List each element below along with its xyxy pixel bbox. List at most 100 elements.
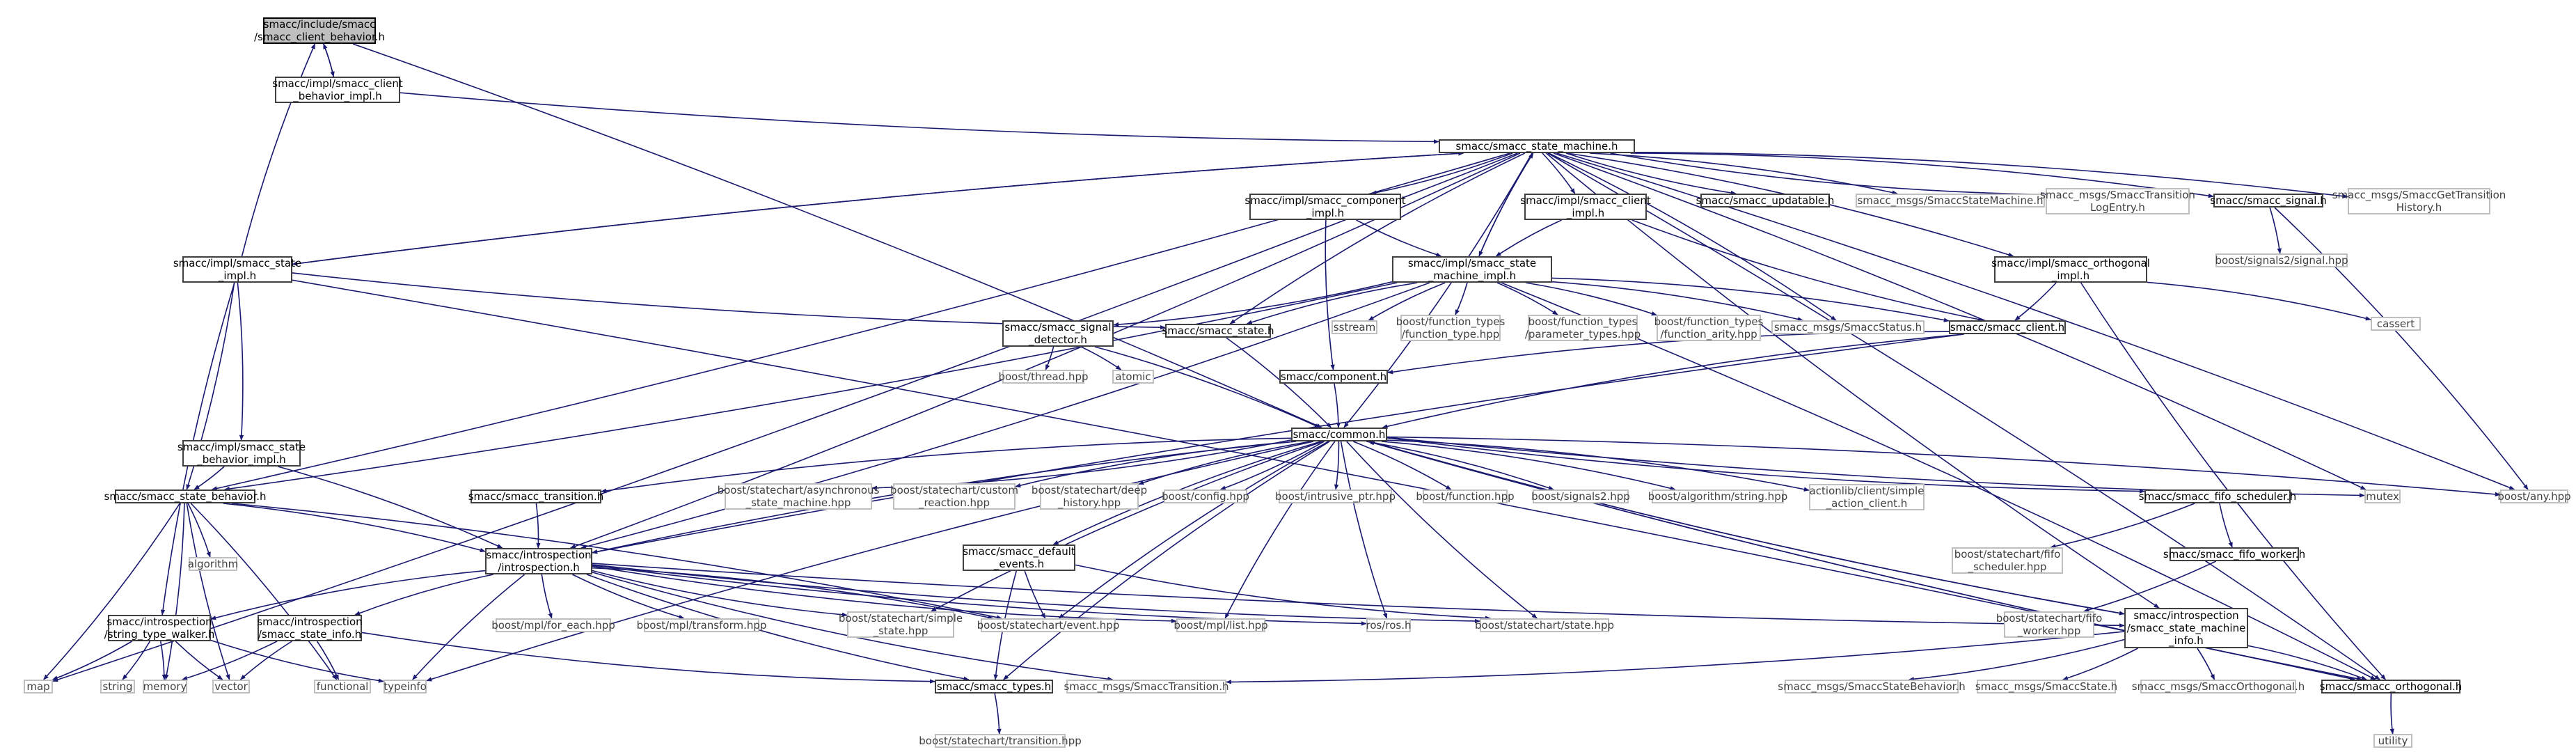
node-label: smacc/smacc_state_behavior.h (104, 490, 267, 503)
node-bs2h[interactable]: boost/signals2.hpp (1531, 489, 1630, 503)
node-bstr[interactable]: boost/algorithm/string.hpp (1648, 489, 1787, 503)
node-ssi[interactable]: smacc/impl/smacc_state_impl.h (173, 256, 301, 283)
node-dh[interactable]: boost/statechart/deep_history.hpp (1032, 483, 1147, 510)
node-cassert[interactable]: cassert (2371, 317, 2421, 331)
edge-ssinfo-to-types (361, 632, 935, 684)
node-mss[interactable]: smacc_msgs/SmaccStatus.h (1771, 320, 1925, 334)
node-cbi[interactable]: smacc/impl/smacc_client_behavior_impl.h (272, 77, 403, 103)
node-st[interactable]: smacc/smacc_state.h (1162, 324, 1274, 338)
node-sd[interactable]: smacc/smacc_signal_detector.h (1002, 320, 1114, 347)
node-fat[interactable]: boost/function_types/function_arity.hpp (1654, 315, 1763, 341)
node-sb[interactable]: smacc/smacc_state_behavior.h (104, 489, 267, 503)
node-cli[interactable]: smacc/impl/smacc_client_impl.h (1520, 194, 1651, 220)
edge-sm-to-cli (1542, 152, 1576, 194)
node-mtr[interactable]: boost/mpl/transform.hpp (637, 618, 766, 632)
node-label: typeinfo (384, 680, 427, 693)
node-root[interactable]: smacc/include/smacc/smacc_client_behavio… (254, 17, 385, 44)
node-sstream[interactable]: sstream (1332, 320, 1377, 334)
node-stw[interactable]: smacc/introspection/string_type_walker.h (104, 615, 214, 641)
node-ac[interactable]: actionlib/client/simple_action_client.h (1809, 484, 1925, 510)
node-mutex[interactable]: mutex (2364, 489, 2401, 503)
node-ftt[interactable]: boost/function_types/function_type.hpp (1396, 315, 1505, 341)
edge-cbi-to-root (323, 43, 334, 77)
node-de[interactable]: smacc/smacc_default_events.h (963, 545, 1075, 571)
node-sig[interactable]: smacc/smacc_signal.h (2210, 194, 2327, 207)
node-algo[interactable]: algorithm (188, 557, 238, 571)
node-crx[interactable]: boost/statechart/custom_reaction.hpp (890, 483, 1018, 510)
node-bany[interactable]: boost/any.hpp (2497, 489, 2571, 503)
node-ci[interactable]: smacc/impl/smacc_component_impl.h (1244, 194, 1406, 220)
node-event[interactable]: boost/statechart/event.hpp (977, 618, 1119, 632)
edge-orth-to-utility (2389, 693, 2394, 735)
node-string[interactable]: string (100, 680, 135, 694)
node-smiinfo[interactable]: smacc/introspection/smacc_state_machine_… (2124, 608, 2248, 648)
node-intro[interactable]: smacc/introspection/introspection.h (485, 548, 592, 574)
edge-cli-to-client (1631, 219, 1984, 322)
node-typeinfo[interactable]: typeinfo (384, 680, 427, 694)
node-label: smacc/introspection/smacc_state_info.h (257, 616, 363, 641)
node-label: smacc/introspection/smacc_state_machine_… (2126, 609, 2246, 647)
node-ros[interactable]: ros/ros.h (1366, 618, 1412, 632)
node-bfw[interactable]: boost/statechart/fifo_worker.hpp (1996, 611, 2102, 638)
node-label: boost/function.hpp (1416, 490, 1515, 503)
node-mlist[interactable]: boost/mpl/list.hpp (1174, 618, 1268, 632)
node-upd[interactable]: smacc/smacc_updatable.h (1696, 194, 1834, 207)
node-oi[interactable]: smacc/impl/smacc_orthogonal_impl.h (1991, 256, 2150, 283)
node-label: utility (2378, 735, 2408, 747)
node-map[interactable]: map (24, 680, 53, 694)
node-label: boost/function_types/function_type.hpp (1396, 315, 1506, 340)
node-state[interactable]: boost/statechart/state.hpp (1475, 618, 1614, 632)
node-fifo[interactable]: smacc/smacc_fifo_scheduler.h (2139, 489, 2296, 503)
node-asm[interactable]: boost/statechart/asynchronous_state_mach… (718, 483, 879, 510)
node-vector[interactable]: vector (212, 680, 250, 694)
edge-intro-to-simple (592, 570, 848, 618)
node-label: smacc/smacc_client.h (1950, 321, 2065, 334)
node-sbi[interactable]: smacc/impl/smacc_state_behavior_impl.h (177, 440, 306, 467)
edge-oi-to-orth (2080, 282, 2386, 680)
edge-sm-to-gth (1634, 152, 2348, 198)
node-sm[interactable]: smacc/smacc_state_machine.h (1439, 139, 1635, 153)
node-mst[interactable]: smacc_msgs/SmaccState.h (1975, 680, 2117, 694)
node-label: smacc/smacc_signal.h (2210, 194, 2327, 207)
node-fw[interactable]: smacc/smacc_fifo_worker.h (2163, 547, 2305, 561)
node-bcfg[interactable]: boost/config.hpp (1162, 489, 1249, 503)
node-sct[interactable]: boost/statechart/transition.hpp (919, 734, 1082, 748)
edge-intro-to-mtr (571, 574, 685, 619)
node-fpt[interactable]: boost/function_types/parameter_types.hpp (1525, 315, 1641, 341)
node-label: smacc/smacc_signal_detector.h (1004, 321, 1112, 346)
edge-sm-to-mss (1548, 152, 1837, 321)
node-functional[interactable]: functional (314, 680, 371, 694)
node-atomic[interactable]: atomic (1112, 370, 1154, 384)
node-bfs[interactable]: boost/statechart/fifo_scheduler.hpp (1952, 547, 2063, 574)
node-utility[interactable]: utility (2373, 734, 2412, 748)
node-memory[interactable]: memory (143, 680, 187, 694)
node-msm[interactable]: smacc_msgs/SmaccStateMachine.h (1856, 194, 2045, 207)
node-simple[interactable]: boost/statechart/simple_state.hpp (839, 611, 963, 638)
node-comp[interactable]: smacc/component.h (1279, 370, 1388, 384)
node-label: sstream (1333, 321, 1376, 334)
node-label: boost/signals2.hpp (1531, 490, 1630, 503)
node-types[interactable]: smacc/smacc_types.h (935, 680, 1053, 694)
edge-sd-to-atomic (1080, 346, 1122, 370)
edge-ssinfo-to-functional (316, 641, 340, 680)
node-morth[interactable]: smacc_msgs/SmaccOrthogonal.h (2132, 680, 2305, 694)
node-bthread[interactable]: boost/thread.hpp (998, 370, 1089, 384)
node-bs2[interactable]: boost/signals2/signal.hpp (2215, 253, 2348, 267)
node-common[interactable]: smacc/common.h (1291, 428, 1387, 441)
node-label: memory (143, 680, 187, 693)
node-tr[interactable]: smacc/smacc_transition.h (468, 489, 603, 503)
edge-sb-to-functional (190, 503, 338, 680)
node-orth[interactable]: smacc/smacc_orthogonal.h (2320, 680, 2462, 694)
node-mfe[interactable]: boost/mpl/for_each.hpp (491, 618, 615, 632)
edge-fifo-to-bfs (2050, 503, 2195, 549)
node-smi[interactable]: smacc/impl/smacc_state_machine_impl.h (1392, 256, 1552, 283)
node-client[interactable]: smacc/smacc_client.h (1949, 320, 2066, 334)
node-mtrans[interactable]: smacc_msgs/SmaccTransition.h (1064, 680, 1229, 694)
node-bip[interactable]: boost/intrusive_ptr.hpp (1275, 489, 1396, 503)
node-bfn[interactable]: boost/function.hpp (1416, 489, 1515, 503)
node-label: smacc/impl/smacc_state_impl.h (173, 257, 302, 282)
node-ssinfo[interactable]: smacc/introspection/smacc_state_info.h (257, 615, 363, 641)
node-msb[interactable]: smacc_msgs/SmaccStateBehavior.h (1778, 680, 1966, 694)
